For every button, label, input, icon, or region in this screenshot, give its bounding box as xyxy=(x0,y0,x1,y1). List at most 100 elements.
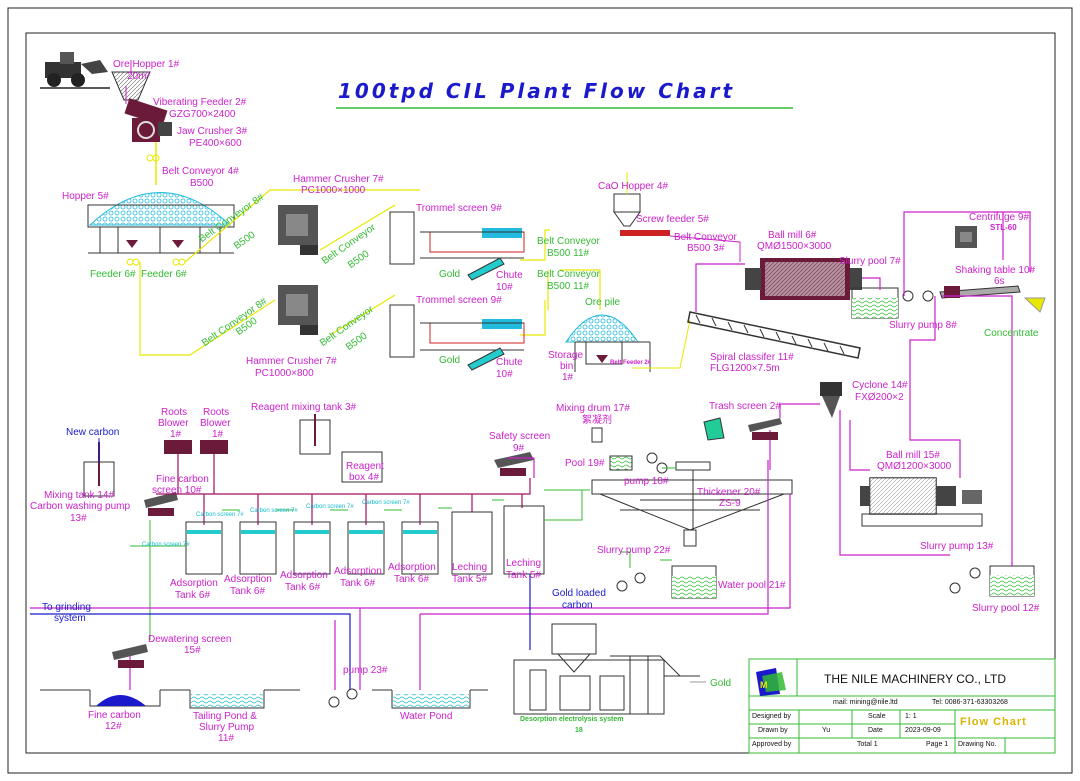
desorption-system xyxy=(513,623,700,715)
label-spiral-model: FLG1200×7.5m xyxy=(710,363,780,374)
label-mixing-tank: Mixing tank 14# xyxy=(44,490,115,501)
label-screw-feeder: Screw feeder 5# xyxy=(636,214,709,225)
label-ore-hopper: Ore Hopper 1# xyxy=(113,59,180,70)
tb-drawing-no: Drawing No. xyxy=(958,741,997,748)
label-trommel-bot: Trommel screen 9# xyxy=(416,295,502,306)
tb-date: Date xyxy=(868,727,883,734)
label-hammer7-top-model: PC1000×1000 xyxy=(301,185,366,196)
label-to-grinding-2: system xyxy=(54,613,86,624)
label-carbon-wash: Carbon washing pump xyxy=(30,501,131,512)
trommel-screen-bottom xyxy=(389,304,525,371)
label-belt11b: Belt Conveyor xyxy=(537,269,600,280)
ball-mill-15 xyxy=(860,477,983,527)
label-roots2: Roots xyxy=(203,407,230,418)
tb-designed-by: Designed by xyxy=(752,713,791,720)
inner-frame xyxy=(25,32,1056,754)
label-ball-mill15: Ball mill 15# xyxy=(886,450,940,461)
label-reagent-box-2: box 4# xyxy=(349,472,380,483)
label-leach1: Leching xyxy=(452,562,488,573)
label-fine-carbon-screen-2: screen 10# xyxy=(152,485,202,496)
label-gold-loaded: Gold loaded xyxy=(552,588,606,599)
hammer-crusher-bottom xyxy=(278,285,318,335)
label-ads2: Adsorption xyxy=(224,574,272,585)
label-storage-bin-3: 1# xyxy=(562,372,574,383)
fine-carbon-screen xyxy=(144,492,178,516)
label-ads4: Adsorption xyxy=(334,566,382,577)
label-roots1-b: Blower xyxy=(158,418,189,429)
label-slurry-pool12: Slurry pool 12# xyxy=(972,603,1040,614)
label-water-pond: Water Pond xyxy=(400,711,453,722)
label-leach2-num: Tank 5# xyxy=(506,570,542,581)
label-belt11b-model: B500 11# xyxy=(547,281,590,292)
label-roots2-b: Blower xyxy=(200,418,231,429)
label-storage-bin-2: bin xyxy=(560,361,574,372)
spiral-classifier xyxy=(687,311,861,359)
label-belt-conv4-model: B500 xyxy=(190,178,214,189)
magenta-pipes-bottom xyxy=(30,457,791,690)
label-chute-bot-num: 10# xyxy=(496,369,513,380)
label-slurry-pump8: Slurry pump 8# xyxy=(889,320,957,331)
label-feeder6a: Feeder 6# xyxy=(90,269,136,280)
label-jaw-crusher: Jaw Crusher 3# xyxy=(177,126,248,137)
label-ball-mill15-model: QMØ1200×3000 xyxy=(877,461,952,472)
label-belt11a: Belt Conveyor xyxy=(537,236,600,247)
label-dewatering-num: 15# xyxy=(184,645,201,656)
label-roots1-c: 1# xyxy=(170,429,182,440)
label-ads4-num: Tank 6# xyxy=(340,578,376,589)
label-vib-feeder-model: GZG700×2400 xyxy=(169,109,236,120)
label-gold-loaded-2: carbon xyxy=(562,600,593,611)
label-slurry-pump13: Slurry pump 13# xyxy=(920,541,994,552)
label-belt-conv3-model: B500 3# xyxy=(687,243,725,254)
label-cyclone: Cyclone 14# xyxy=(852,380,908,391)
label-carbon-screen-1: Carbon screen 7# xyxy=(196,512,244,518)
label-carbon-wash-num: 13# xyxy=(70,513,87,524)
label-ads1: Adsorption xyxy=(170,578,218,589)
water-pond xyxy=(328,688,488,709)
tank-liquid xyxy=(187,530,437,534)
label-shaking-table-model: 6s xyxy=(994,276,1005,287)
label-mixing-drum-cn: 絮凝剂 xyxy=(582,415,612,426)
label-safety-screen: Safety screen xyxy=(489,431,551,442)
label-reagent-tank: Reagent mixing tank 3# xyxy=(251,402,357,413)
label-chute-bot: Chute xyxy=(496,357,523,368)
yellow-belt-lines xyxy=(139,189,601,356)
svg-text:M: M xyxy=(760,680,768,690)
label-leach2: Leching xyxy=(506,558,542,569)
label-ads5: Adsorption xyxy=(388,562,436,573)
label-leach1-num: Tank 5# xyxy=(452,574,488,585)
label-desorption: Desorption electrolysis system xyxy=(520,716,624,723)
label-ore-hopper-cap: 20m³ xyxy=(127,71,150,82)
outer-frame xyxy=(7,7,1073,774)
label-roots2-c: 1# xyxy=(212,429,224,440)
label-gold-out: Gold xyxy=(710,678,732,689)
label-storage-bin: Storage xyxy=(548,350,584,361)
ball-mill-6 xyxy=(745,258,862,300)
label-carbon-screen-4: Carbon screen 7# xyxy=(362,500,410,506)
label-dewatering: Dewatering screen xyxy=(148,634,232,645)
label-trommel-top: Trommel screen 9# xyxy=(416,203,502,214)
label-gold-top: Gold xyxy=(439,269,461,280)
loader-truck xyxy=(40,52,110,89)
ore-pile-storage-bin xyxy=(565,314,651,372)
label-slurry-pool7: Slurry pool 7# xyxy=(839,256,901,267)
jaw-crusher-machine xyxy=(124,98,172,142)
blue-pipes xyxy=(30,574,531,690)
label-concentrate: Concentrate xyxy=(984,328,1039,339)
hammer-crusher-top xyxy=(278,205,318,255)
tb-drawn-val: Yu xyxy=(822,727,831,734)
label-carbon-screen-5: Carbon screen 7# xyxy=(142,542,190,548)
label-tailing-3: 11# xyxy=(218,733,234,744)
cil-tank-row xyxy=(185,505,545,575)
label-chute-top-num: 10# xyxy=(496,282,513,293)
label-water-pool21: Water pool 21# xyxy=(718,580,786,591)
dewatering-screen xyxy=(112,644,148,668)
label-hammer7-bot-model: PC1000×800 xyxy=(255,368,314,379)
label-to-grinding: To grinding xyxy=(42,602,91,613)
label-reagent-box: Reagent xyxy=(346,461,384,472)
tb-total: Total 1 xyxy=(857,741,878,748)
chart-title: 100tpd CIL Plant Flow Chart xyxy=(338,79,736,103)
label-thickener-model: ZS-9 xyxy=(719,498,741,509)
label-ads1-num: Tank 6# xyxy=(175,590,211,601)
label-roots1: Roots xyxy=(161,407,188,418)
